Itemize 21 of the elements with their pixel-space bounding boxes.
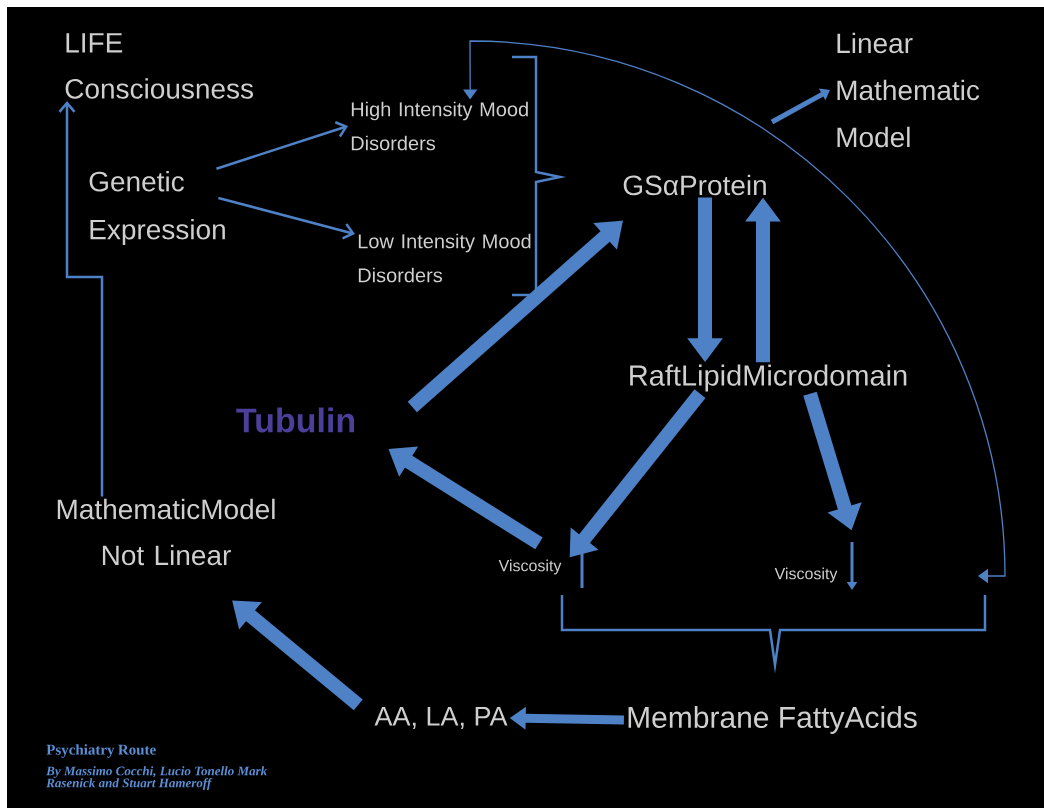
concept-label: AA, LA, PA [374, 706, 508, 729]
concept-label: LIFE Consciousness [65, 33, 254, 99]
arrow [770, 88, 830, 125]
concept-label: GSαProtein [623, 174, 766, 196]
concept-label: High Intensity Mood Disorders [351, 101, 528, 151]
concept-label: RaftLipidMicrodomain [630, 364, 907, 392]
viscosity-label: Viscosity [774, 567, 838, 583]
viscosity-label: Viscosity [498, 559, 562, 575]
protein-label: Tubulin [236, 407, 355, 433]
author-credit: By Massimo Cocchi, Lucio Tonello Mark Rasenick and Stuart Hameroff [46, 766, 268, 790]
arrow [58, 100, 104, 497]
concept-label: Linear Mathematic Model [837, 32, 980, 148]
concept-label: Membrane FattyAcids [628, 706, 917, 734]
arrow [463, 40, 1006, 584]
concept-label: Genetic Expression [89, 170, 225, 246]
arrow [218, 196, 355, 240]
route-title: Psychiatry Route [46, 744, 156, 758]
arrow [407, 220, 623, 413]
concept-label: MathematicModel Not Linear [57, 498, 275, 566]
concept-label: Low Intensity Mood Disorders [358, 233, 531, 283]
arrow [216, 121, 348, 170]
